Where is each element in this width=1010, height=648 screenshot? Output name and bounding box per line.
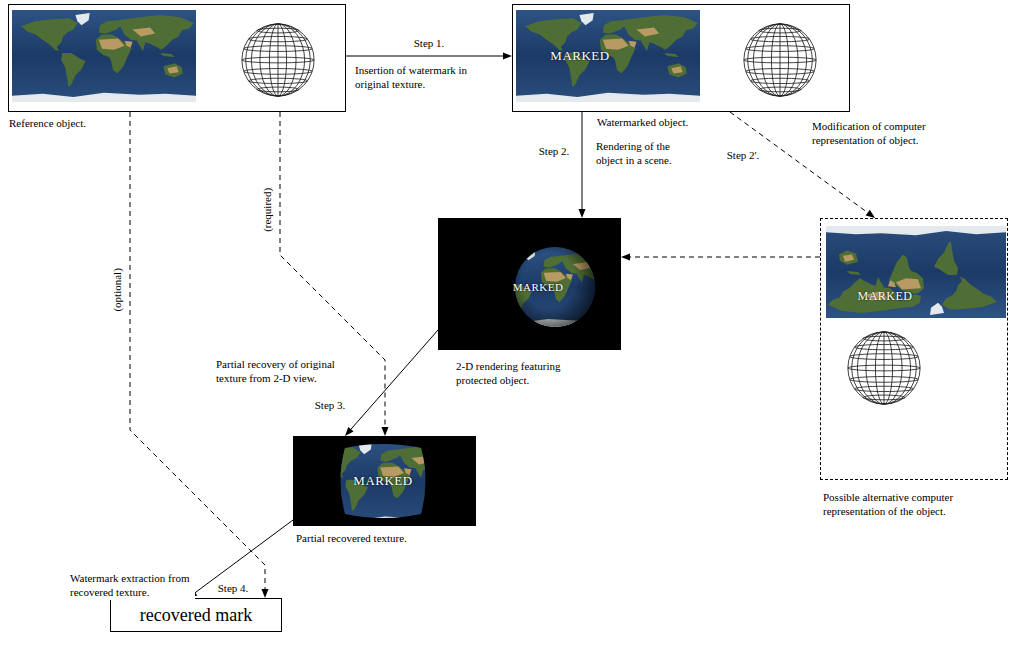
watermark-text: MARKED bbox=[353, 473, 412, 489]
step-label: Step 3. bbox=[314, 399, 347, 413]
dashed-flow-arrow bbox=[130, 112, 269, 598]
sphere-wireframe bbox=[242, 24, 314, 96]
recovered-texture-patch bbox=[300, 440, 470, 525]
step-label: Step 1. bbox=[413, 37, 446, 51]
world-map-texture bbox=[12, 10, 196, 102]
world-map-texture bbox=[516, 10, 700, 102]
arrow-head bbox=[579, 209, 586, 218]
step-description: Partial recovery of original texture fro… bbox=[216, 358, 366, 386]
recovered-mark-box: recovered mark bbox=[110, 598, 282, 632]
sphere-wireframe bbox=[744, 24, 816, 96]
connector-line bbox=[628, 257, 820, 258]
arrow-head bbox=[621, 254, 630, 261]
rendered-globe bbox=[468, 247, 628, 327]
arrow-head bbox=[345, 427, 354, 436]
modified-map-texture bbox=[826, 226, 1006, 318]
render-background bbox=[438, 218, 621, 350]
recovered-background bbox=[293, 436, 476, 526]
step-label: Step 2'. bbox=[726, 149, 761, 163]
flow-arrow bbox=[188, 520, 293, 598]
dashed-flow-arrow bbox=[280, 112, 389, 436]
node-caption: Watermarked object. bbox=[597, 116, 688, 130]
step-description: Rendering of the object in a scene. bbox=[596, 140, 691, 168]
node-caption: 2-D rendering featuring protected object… bbox=[456, 360, 596, 388]
watermark-text: MARKED bbox=[857, 289, 912, 304]
watermark-text: MARKED bbox=[550, 48, 609, 64]
flow-arrow bbox=[346, 53, 512, 60]
connector-line bbox=[130, 112, 265, 591]
sphere-wireframe bbox=[848, 332, 920, 404]
node-caption: Reference object. bbox=[9, 117, 86, 131]
step-label: Step 2. bbox=[538, 145, 571, 159]
arrow-head bbox=[262, 589, 269, 598]
step-description: Modification of computer representation … bbox=[812, 120, 937, 148]
connector-line bbox=[582, 112, 583, 211]
step-description: Insertion of watermark in original textu… bbox=[355, 64, 470, 92]
arrow-head bbox=[503, 53, 512, 60]
reference-object-box: Reference object. bbox=[8, 4, 346, 112]
step-label: (required) bbox=[261, 187, 275, 233]
alternative-representation-box: Possible alternative computer representa… bbox=[820, 218, 1008, 480]
dashed-flow-arrow bbox=[621, 254, 820, 261]
flow-arrow bbox=[579, 112, 586, 218]
step-label: (optional) bbox=[111, 267, 125, 312]
connector-line bbox=[346, 56, 505, 57]
node-caption: Possible alternative computer representa… bbox=[823, 491, 1003, 519]
step-label: Step 4. bbox=[217, 582, 250, 596]
step-description: Watermark extraction from recovered text… bbox=[70, 572, 195, 600]
node-caption: Partial recovered texture. bbox=[296, 532, 407, 546]
node-label: recovered mark bbox=[140, 604, 252, 627]
arrow-head bbox=[382, 427, 389, 436]
watermark-text: MARKED bbox=[513, 281, 564, 295]
arrow-head bbox=[866, 210, 875, 218]
